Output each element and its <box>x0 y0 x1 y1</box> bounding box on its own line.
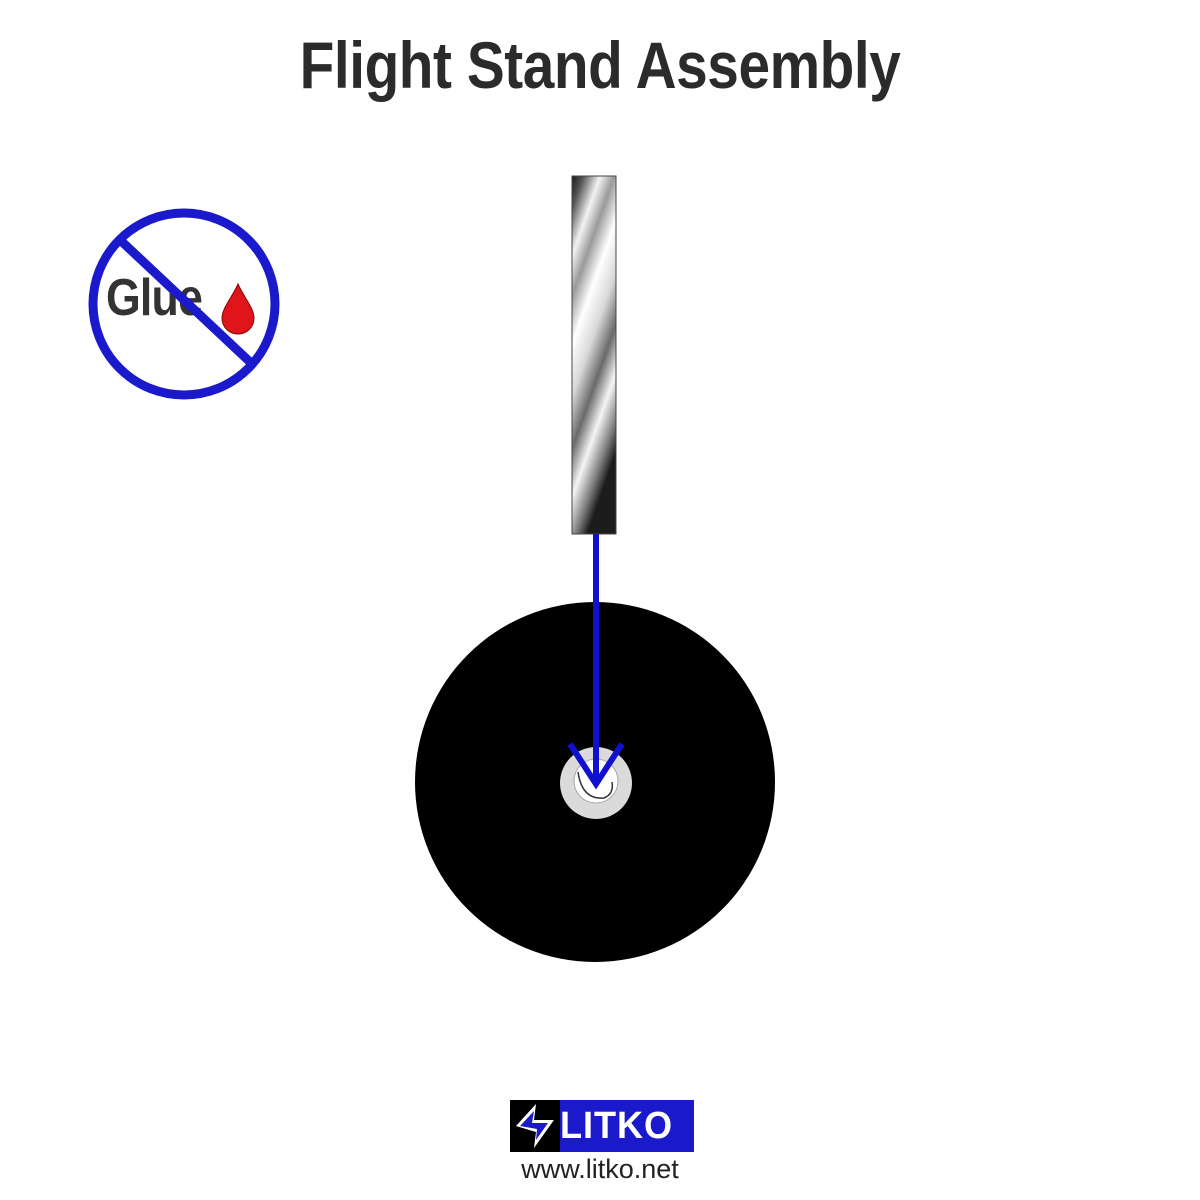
litko-logo <box>510 1100 694 1152</box>
website-link[interactable]: www.litko.net <box>521 1154 679 1184</box>
page-title: Flight Stand Assembly <box>299 28 901 102</box>
logo-text: LITKO <box>560 1105 674 1147</box>
socket-curve <box>577 771 614 799</box>
prohibition-circle <box>88 208 280 400</box>
flight-stand-rod <box>571 175 617 535</box>
insert-arrow-head <box>567 742 625 790</box>
